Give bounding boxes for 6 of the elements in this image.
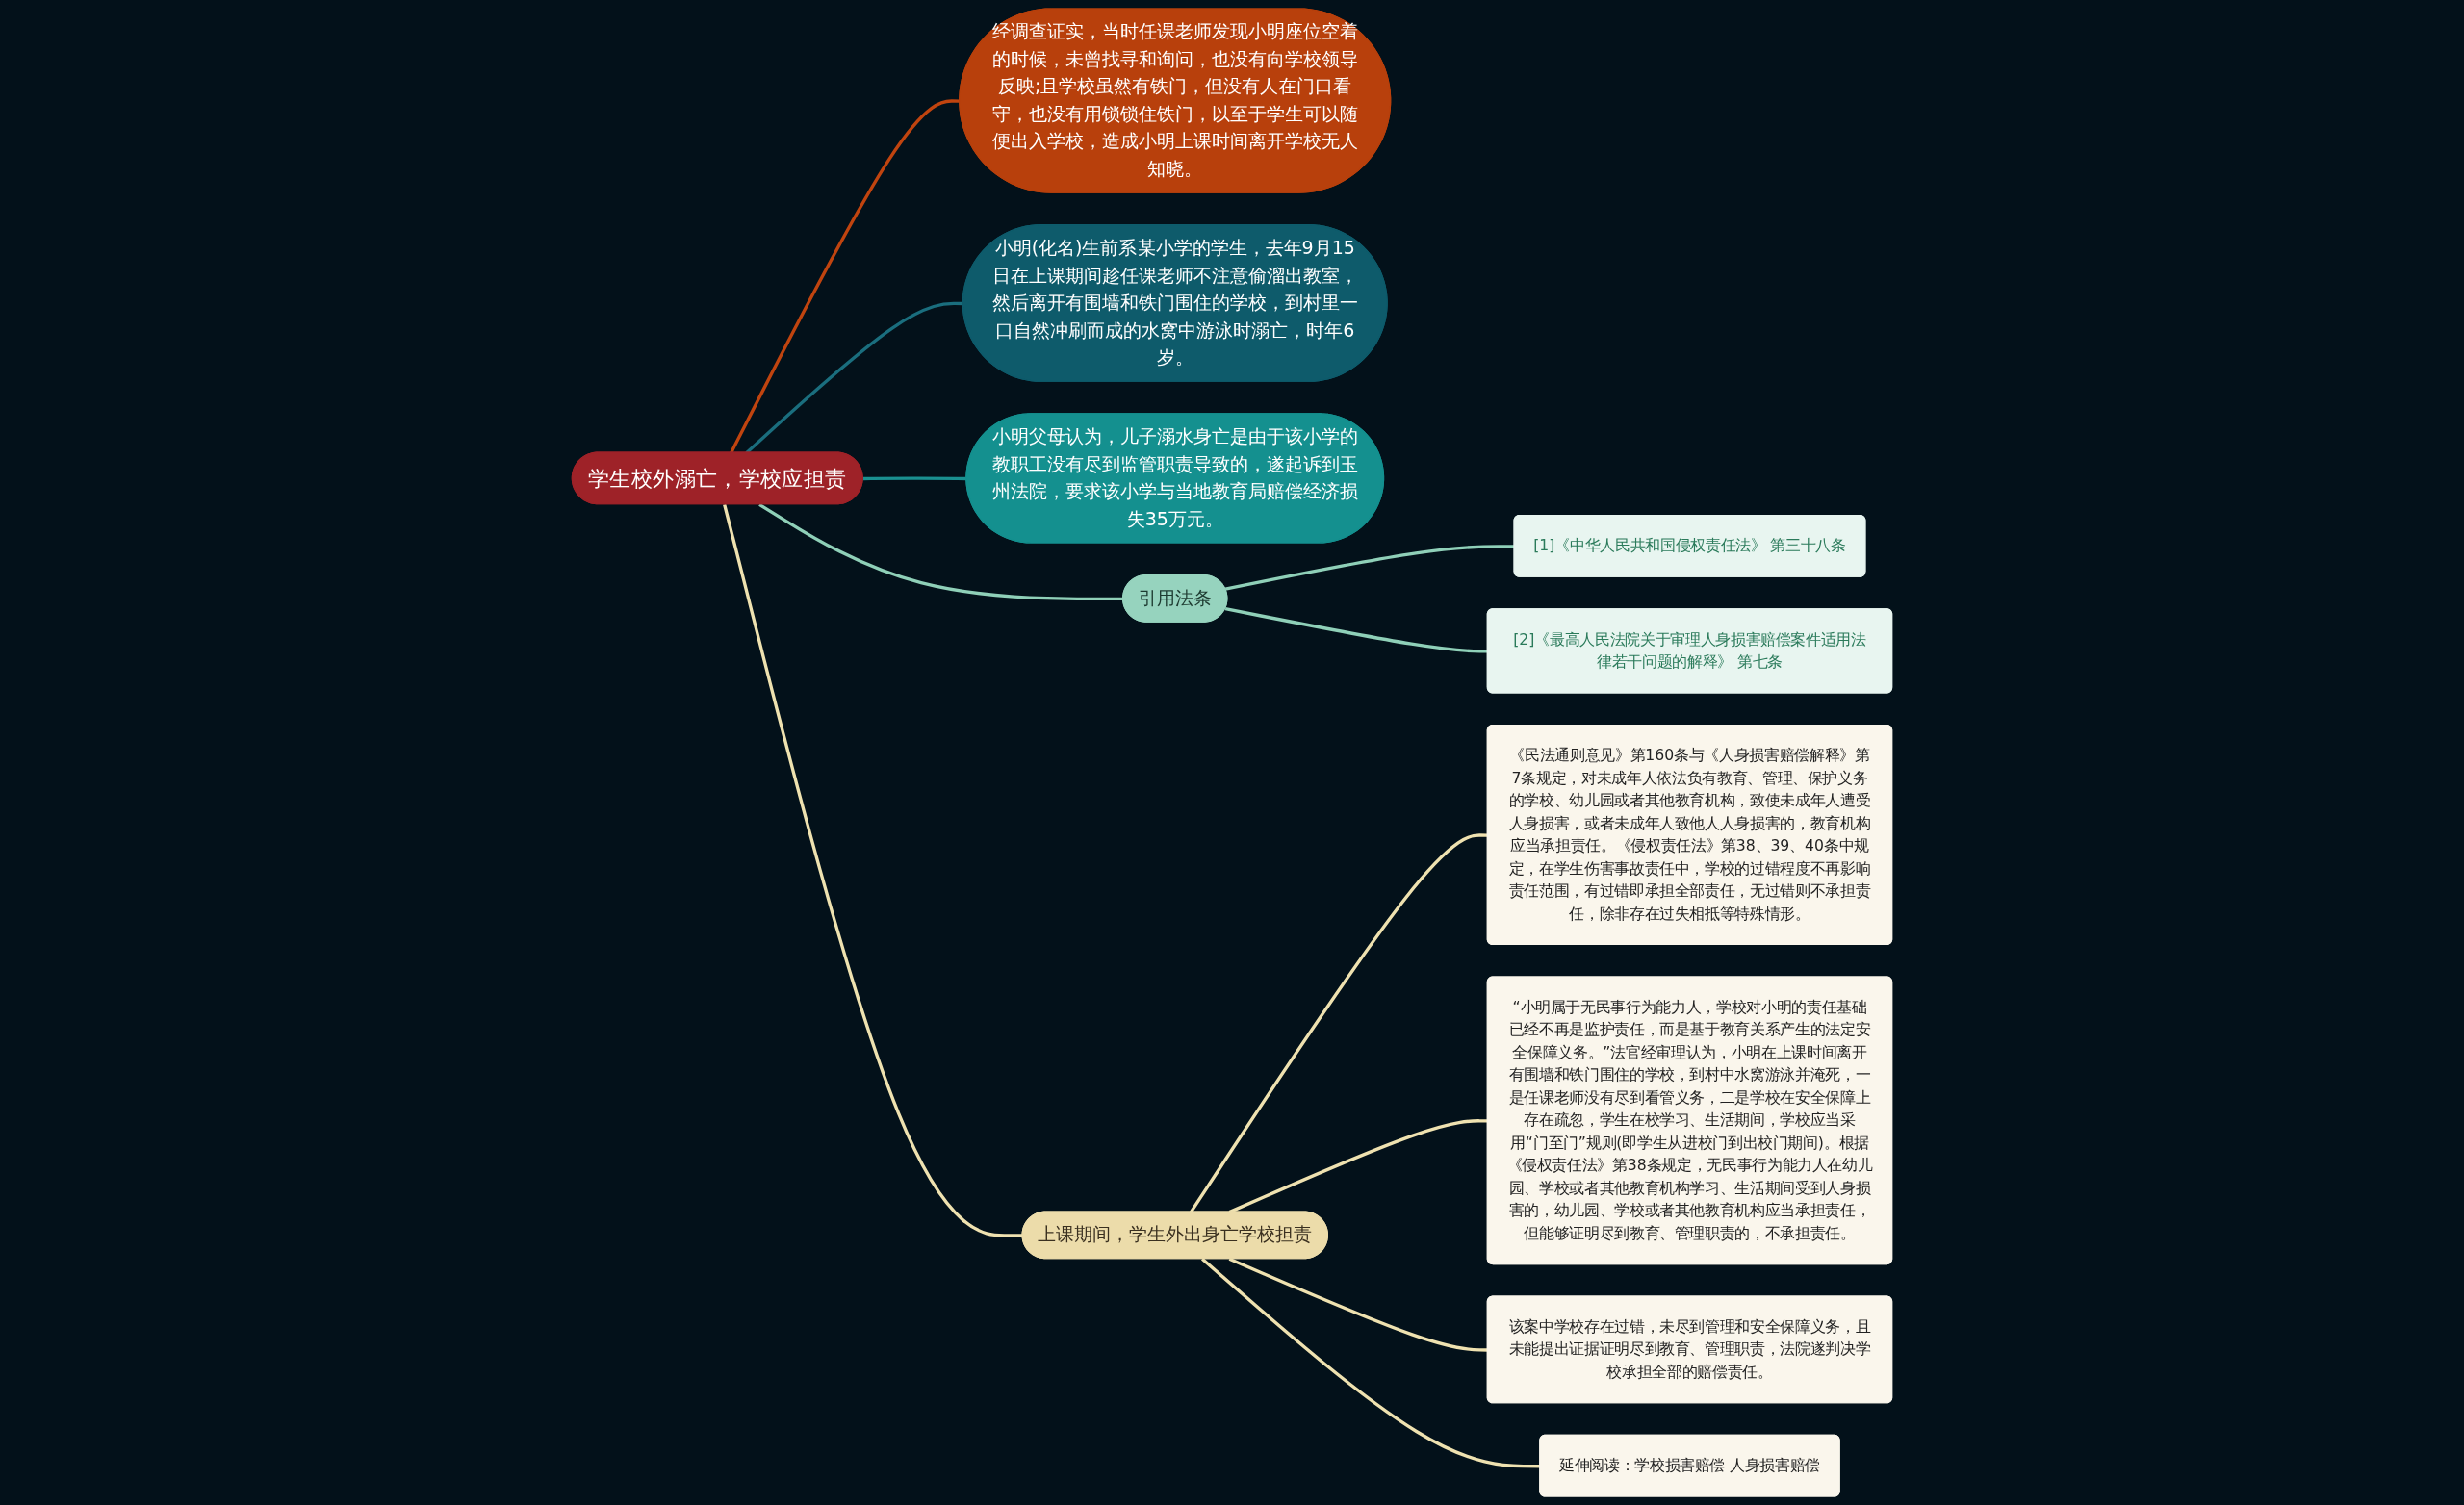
connector	[1228, 1257, 1488, 1352]
connector	[1224, 607, 1488, 653]
connector	[745, 301, 963, 454]
connector	[1224, 545, 1515, 591]
connector	[723, 503, 1023, 1237]
connector	[1189, 833, 1488, 1213]
